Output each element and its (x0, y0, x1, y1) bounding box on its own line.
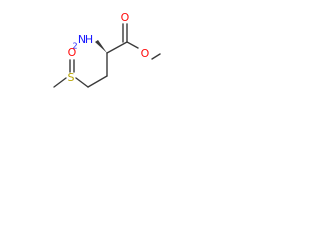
bond-skeleton (53, 23, 161, 88)
atom-carbonyl-oxygen: O (121, 11, 130, 24)
bond-alpha-carbonyl (106, 41, 128, 54)
atom-amine-h: H (85, 33, 93, 46)
atom-sulfur: S (68, 71, 75, 84)
bond-carbonyl-ester-o (126, 41, 139, 49)
atom-amine-n: N (78, 33, 86, 46)
stereo-wedge-amine (95, 40, 107, 53)
bond-sulfur-ch2 (75, 77, 89, 88)
atom-labels: N H 2 O O S O (68, 11, 150, 84)
atom-ester-oxygen: O (141, 47, 150, 60)
atom-sulfoxide-oxygen: O (68, 46, 77, 59)
atom-amine: N H 2 (72, 33, 93, 51)
bond-methyl-sulfur (53, 77, 67, 88)
bond-ester-o-methyl (151, 53, 161, 60)
atom-amine-subscript: 2 (72, 42, 77, 51)
molecule-structure: N H 2 O O S O (53, 11, 161, 88)
bond-ch2-ch2 (87, 75, 108, 88)
